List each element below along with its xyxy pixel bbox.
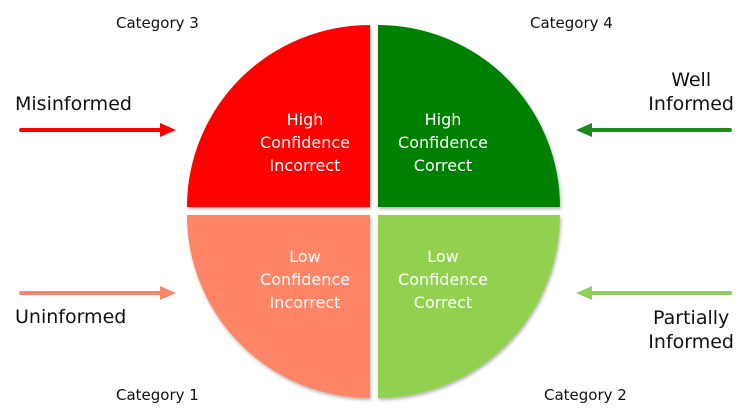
informed-text: Informed — [648, 331, 734, 353]
line: High — [286, 110, 324, 129]
category-1-label: Category 1 — [116, 386, 199, 404]
arrow-partially-informed — [576, 286, 732, 300]
arrow-uninformed — [19, 286, 176, 300]
line: Correct — [413, 156, 473, 175]
quadrant-low-confidence-correct — [378, 215, 560, 398]
quadrant-label-low-confidence-incorrect: Low Confidence Incorrect — [230, 245, 380, 314]
quadrant-label-high-confidence-correct: High Confidence Correct — [368, 108, 518, 177]
well-text: Well — [671, 69, 712, 91]
category-4-label: Category 4 — [530, 14, 613, 32]
line: Confidence — [398, 270, 488, 289]
quadrant-high-confidence-correct — [378, 25, 560, 207]
partially-informed-label: Partially Informed — [648, 306, 734, 354]
category-3-label: Category 3 — [116, 14, 199, 32]
arrow-misinformed — [19, 123, 176, 137]
line: Correct — [413, 293, 473, 312]
line: Confidence — [398, 133, 488, 152]
well-informed-label: Well Informed — [648, 68, 734, 116]
quadrant-high-confidence-incorrect — [187, 25, 370, 207]
informed-text: Informed — [648, 93, 734, 115]
line: Incorrect — [269, 293, 341, 312]
misinformed-label: Misinformed — [15, 92, 132, 116]
partially-text: Partially — [653, 307, 730, 329]
quadrant-low-confidence-incorrect — [187, 215, 370, 398]
line: Confidence — [260, 133, 350, 152]
arrow-well-informed — [576, 123, 732, 137]
quadrant-label-high-confidence-incorrect: High Confidence Incorrect — [230, 108, 380, 177]
line: Incorrect — [269, 156, 341, 175]
misinformed-text: Misinformed — [15, 93, 132, 115]
uninformed-label: Uninformed — [15, 305, 126, 329]
category-2-label: Category 2 — [544, 386, 627, 404]
quadrant-label-low-confidence-correct: Low Confidence Correct — [368, 245, 518, 314]
line: High — [424, 110, 462, 129]
line: Confidence — [260, 270, 350, 289]
uninformed-text: Uninformed — [15, 306, 127, 328]
line: Low — [289, 247, 321, 266]
line: Low — [427, 247, 459, 266]
